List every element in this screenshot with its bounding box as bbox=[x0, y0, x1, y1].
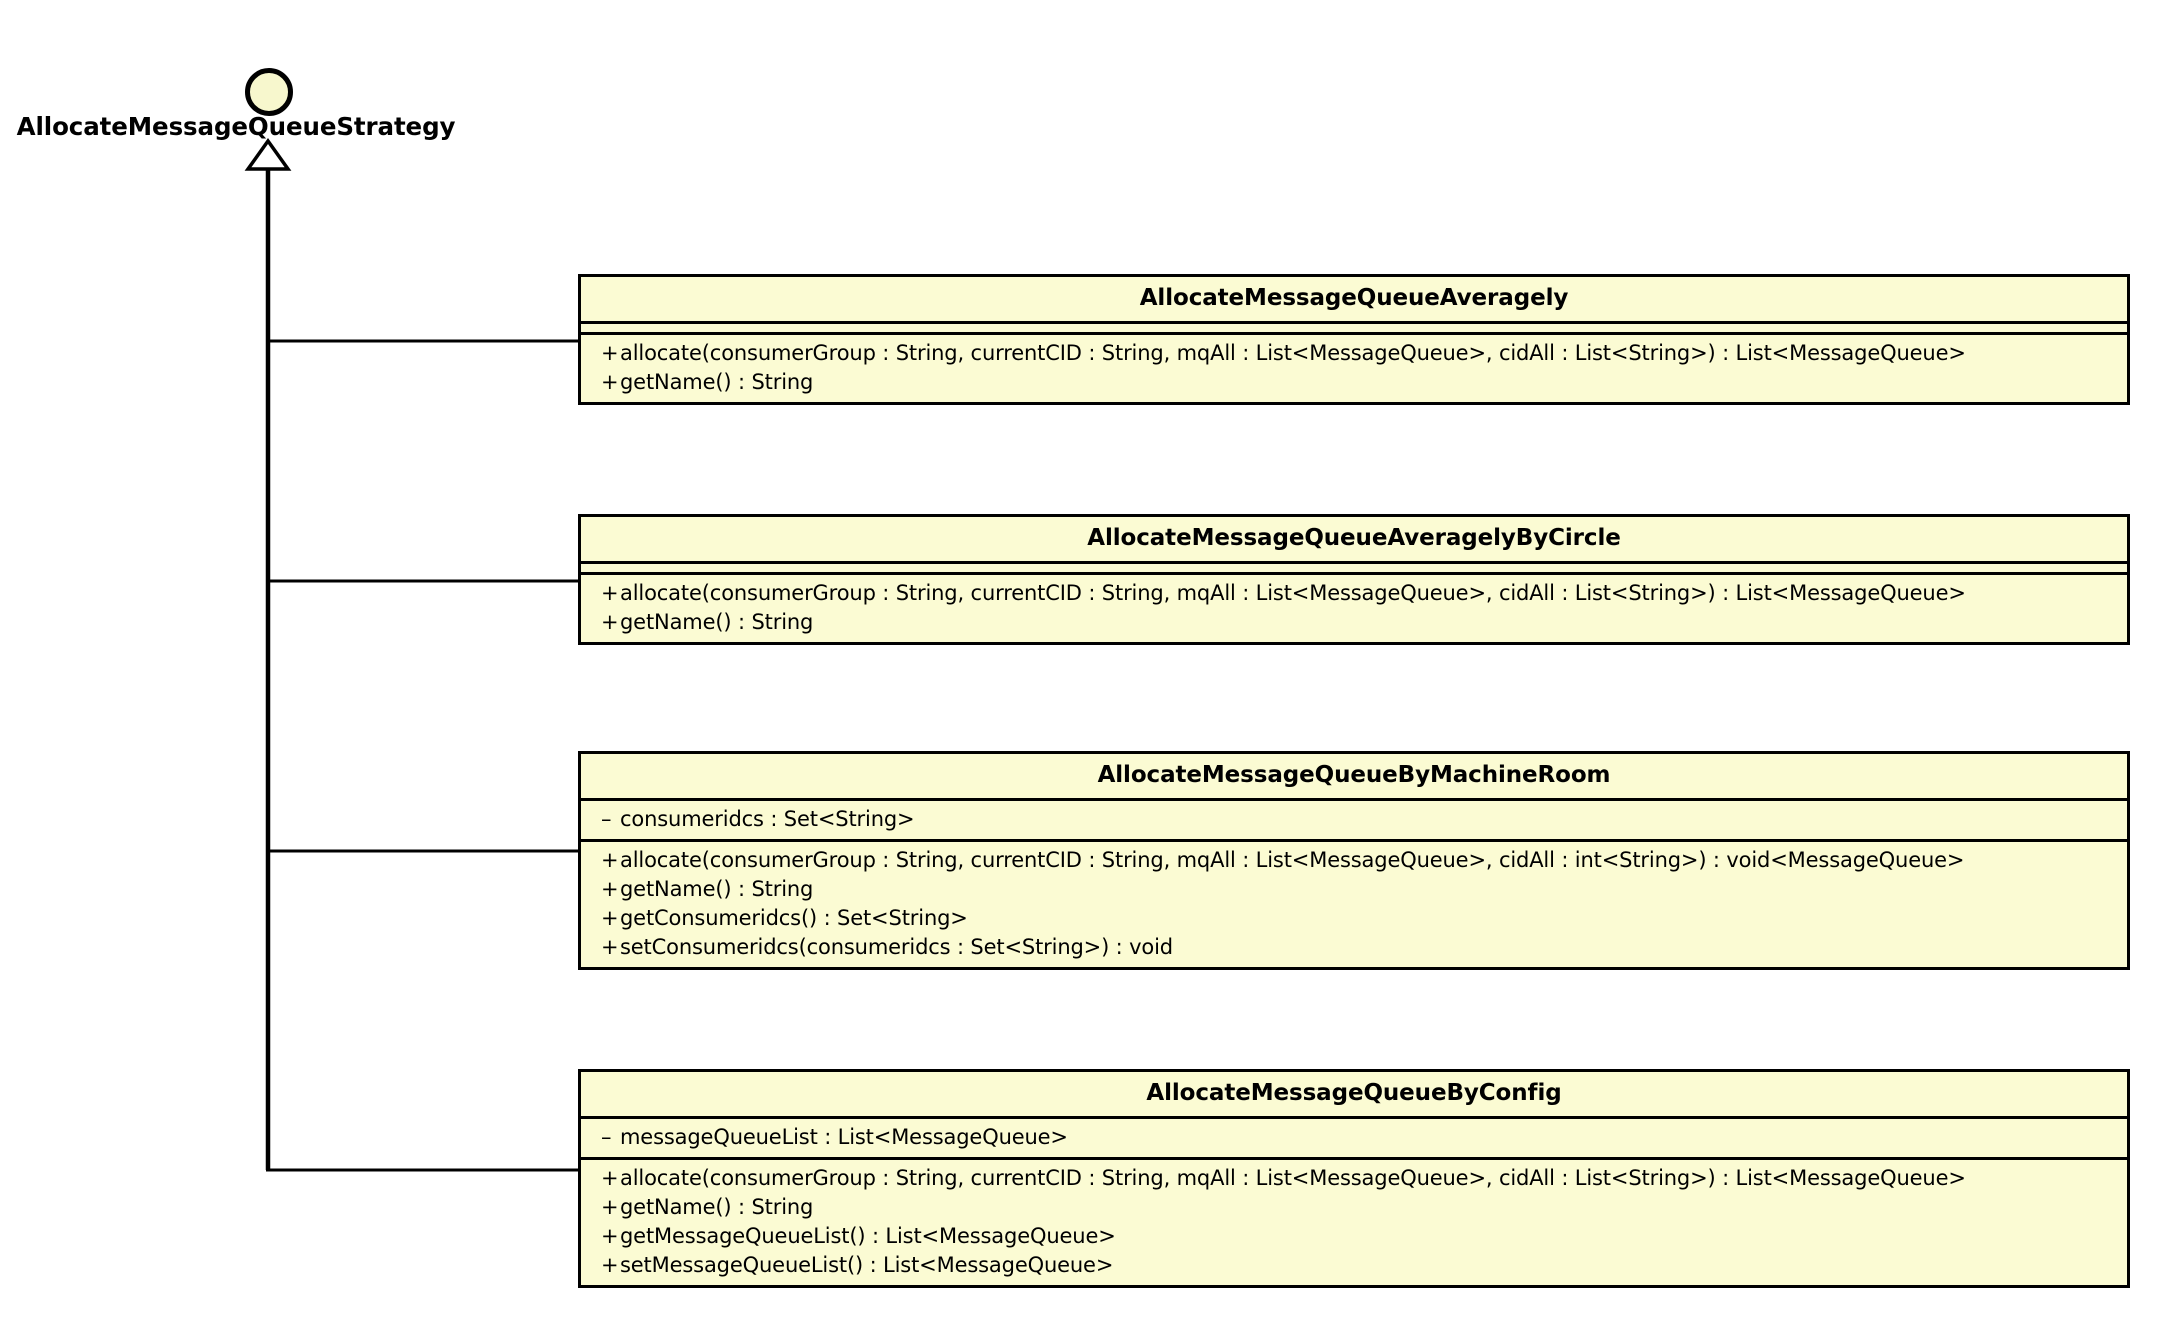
method-row: +setMessageQueueList() : List<MessageQue… bbox=[581, 1251, 2127, 1280]
attribute-signature: consumeridcs : Set<String> bbox=[620, 807, 915, 832]
method-signature: allocate(consumerGroup : String, current… bbox=[620, 848, 1965, 873]
method-signature: getName() : String bbox=[620, 1195, 814, 1220]
method-signature: getName() : String bbox=[620, 370, 814, 395]
visibility-marker: – bbox=[601, 1125, 612, 1150]
visibility-marker: + bbox=[601, 935, 619, 960]
method-signature: getName() : String bbox=[620, 877, 814, 902]
class-title: AllocateMessageQueueByConfig bbox=[1146, 1080, 1562, 1106]
method-signature: allocate(consumerGroup : String, current… bbox=[620, 341, 1966, 366]
method-row: +allocate(consumerGroup : String, curren… bbox=[581, 339, 2127, 368]
attributes-compartment: –messageQueueList : List<MessageQueue> bbox=[581, 1116, 2127, 1157]
interface-node[interactable]: AllocateMessageQueueStrategy bbox=[0, 0, 540, 180]
methods-compartment: +allocate(consumerGroup : String, curren… bbox=[581, 332, 2127, 402]
attribute-signature: messageQueueList : List<MessageQueue> bbox=[620, 1125, 1068, 1150]
visibility-marker: + bbox=[601, 610, 619, 635]
visibility-marker: + bbox=[601, 848, 619, 873]
interface-label: AllocateMessageQueueStrategy bbox=[16, 112, 456, 141]
method-row: +getName() : String bbox=[581, 608, 2127, 637]
method-signature: getName() : String bbox=[620, 610, 814, 635]
method-signature: getMessageQueueList() : List<MessageQueu… bbox=[620, 1224, 1116, 1249]
visibility-marker: + bbox=[601, 877, 619, 902]
method-row: +allocate(consumerGroup : String, curren… bbox=[581, 846, 2127, 875]
visibility-marker: + bbox=[601, 906, 619, 931]
method-signature: allocate(consumerGroup : String, current… bbox=[620, 1166, 1966, 1191]
interface-lollipop-icon bbox=[245, 68, 293, 116]
class-box-allocate-message-queue-by-machine-room[interactable]: AllocateMessageQueueByMachineRoom –consu… bbox=[578, 751, 2130, 971]
method-row: +allocate(consumerGroup : String, curren… bbox=[581, 1164, 2127, 1193]
attribute-row: –consumeridcs : Set<String> bbox=[581, 805, 2127, 834]
method-signature: allocate(consumerGroup : String, current… bbox=[620, 581, 1966, 606]
attributes-compartment bbox=[581, 561, 2127, 572]
methods-compartment: +allocate(consumerGroup : String, curren… bbox=[581, 839, 2127, 967]
visibility-marker: + bbox=[601, 581, 619, 606]
method-row: +getName() : String bbox=[581, 875, 2127, 904]
attributes-compartment bbox=[581, 321, 2127, 332]
class-title: AllocateMessageQueueAveragelyByCircle bbox=[1087, 525, 1621, 551]
method-signature: setConsumeridcs(consumeridcs : Set<Strin… bbox=[620, 935, 1173, 960]
method-row: +allocate(consumerGroup : String, curren… bbox=[581, 579, 2127, 608]
class-title: AllocateMessageQueueAveragely bbox=[1139, 285, 1569, 311]
method-row: +getConsumeridcs() : Set<String> bbox=[581, 904, 2127, 933]
attributes-compartment: –consumeridcs : Set<String> bbox=[581, 798, 2127, 839]
method-signature: setMessageQueueList() : List<MessageQueu… bbox=[620, 1253, 1114, 1278]
methods-compartment: +allocate(consumerGroup : String, curren… bbox=[581, 572, 2127, 642]
visibility-marker: – bbox=[601, 807, 612, 832]
visibility-marker: + bbox=[601, 341, 619, 366]
class-title: AllocateMessageQueueByMachineRoom bbox=[1097, 762, 1611, 788]
method-signature: getConsumeridcs() : Set<String> bbox=[620, 906, 968, 931]
method-row: +getMessageQueueList() : List<MessageQue… bbox=[581, 1222, 2127, 1251]
visibility-marker: + bbox=[601, 1224, 619, 1249]
class-box-allocate-message-queue-by-config[interactable]: AllocateMessageQueueByConfig –messageQue… bbox=[578, 1069, 2130, 1289]
visibility-marker: + bbox=[601, 370, 619, 395]
visibility-marker: + bbox=[601, 1253, 619, 1278]
class-box-allocate-message-queue-averagely-by-circle[interactable]: AllocateMessageQueueAveragelyByCircle +a… bbox=[578, 514, 2130, 646]
attribute-row: –messageQueueList : List<MessageQueue> bbox=[581, 1123, 2127, 1152]
class-box-allocate-message-queue-averagely[interactable]: AllocateMessageQueueAveragely +allocate(… bbox=[578, 274, 2130, 406]
methods-compartment: +allocate(consumerGroup : String, curren… bbox=[581, 1157, 2127, 1285]
method-row: +setConsumeridcs(consumeridcs : Set<Stri… bbox=[581, 933, 2127, 962]
method-row: +getName() : String bbox=[581, 368, 2127, 397]
visibility-marker: + bbox=[601, 1195, 619, 1220]
method-row: +getName() : String bbox=[581, 1193, 2127, 1222]
visibility-marker: + bbox=[601, 1166, 619, 1191]
